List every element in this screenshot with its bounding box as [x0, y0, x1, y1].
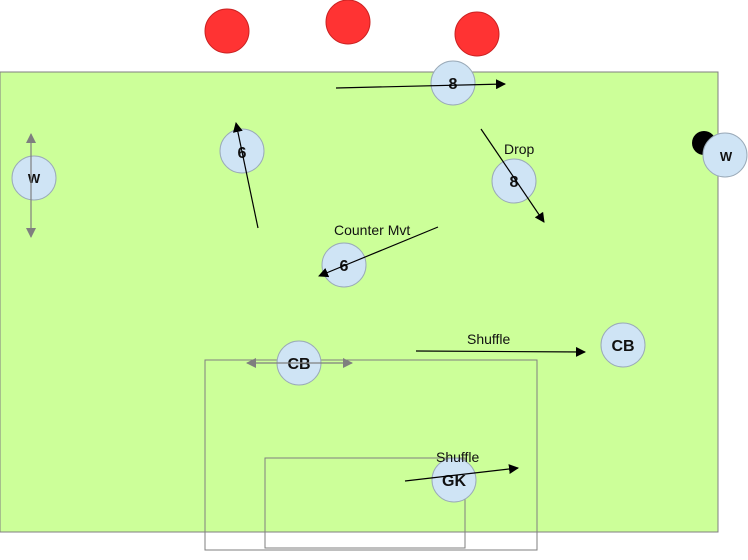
annotation-shuffle-cb: Shuffle — [467, 331, 511, 347]
annotation-drop: Drop — [504, 141, 535, 157]
player-cb-right-label: CB — [611, 338, 634, 355]
opponent-marker-2 — [325, 0, 371, 45]
player-8-top — [430, 60, 476, 106]
opponent-marker-1 — [204, 8, 250, 54]
penalty-box — [204, 359, 538, 551]
player-cb-left-label: CB — [287, 356, 310, 373]
player-w-left-label: W — [28, 171, 41, 186]
arrow-cb-shuffle — [415, 346, 586, 357]
arrow-8-drop — [480, 128, 545, 223]
goal-box — [264, 457, 466, 549]
annotation-shuffle-gk: Shuffle — [436, 449, 480, 465]
pitch — [0, 71, 719, 533]
arrow-gk-shuffle — [404, 464, 519, 482]
player-gk — [431, 457, 477, 503]
player-8-drop-label: 8 — [510, 174, 519, 191]
player-gk-label: GK — [442, 473, 466, 490]
arrow-6-top-run — [232, 122, 259, 229]
player-w-right — [702, 132, 748, 178]
arrow-counter-mvt — [318, 226, 439, 278]
player-8-top-label: 8 — [449, 76, 458, 93]
opponent-marker-3 — [454, 11, 500, 57]
player-6-mid-label: 6 — [340, 258, 349, 275]
player-cb-right — [600, 322, 646, 368]
player-w-left — [11, 155, 57, 201]
annotation-counter-mvt: Counter Mvt — [334, 222, 410, 238]
arrow-8-top-run — [335, 79, 506, 90]
player-8-drop — [491, 158, 537, 204]
player-w-right-label: W — [720, 149, 733, 164]
player-6-mid — [321, 242, 367, 288]
